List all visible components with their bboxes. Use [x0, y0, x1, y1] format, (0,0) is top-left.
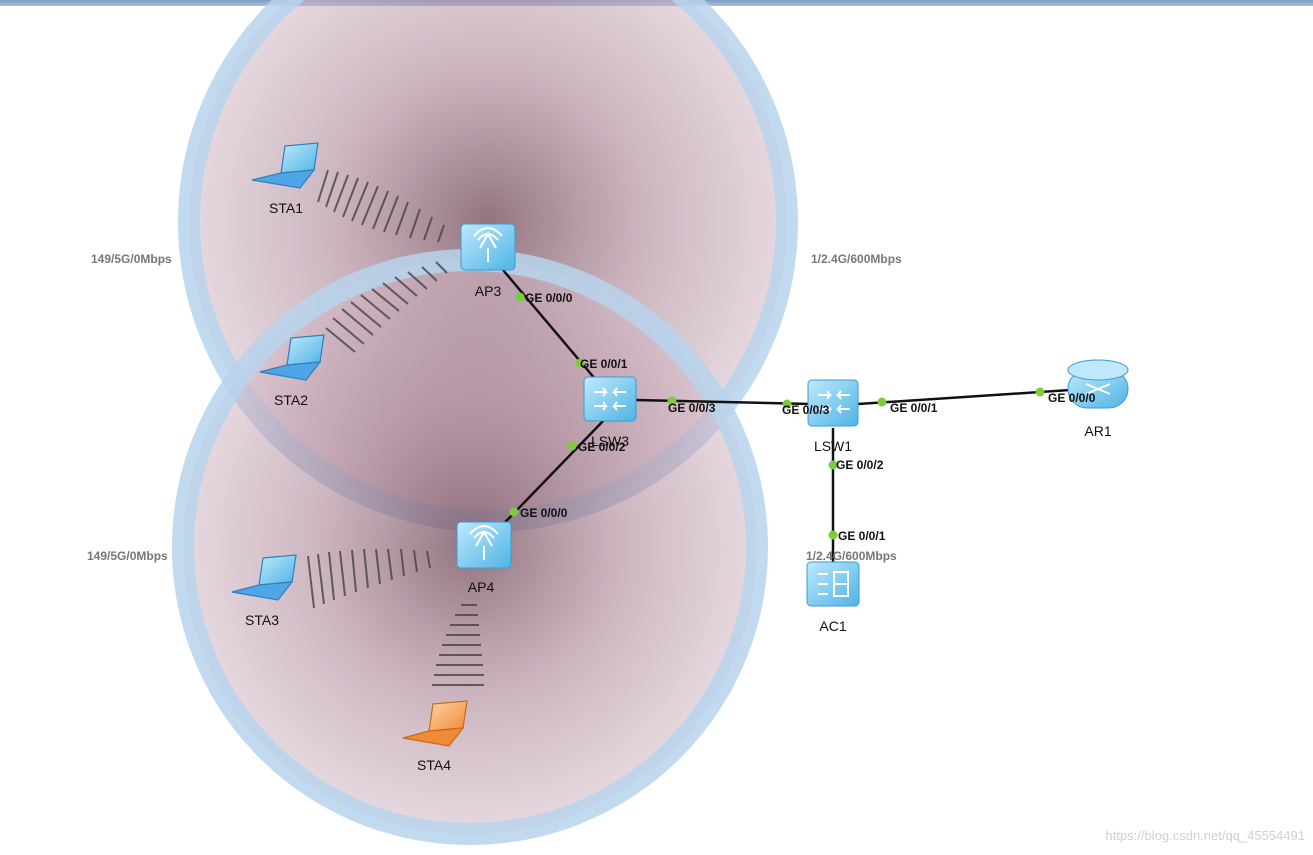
ap4-name: AP4 — [468, 579, 495, 595]
port-dot-ar1 — [1035, 387, 1045, 397]
lsw3-device[interactable] — [583, 376, 637, 422]
wireless-icon — [473, 227, 503, 262]
lsw1-name: LSW1 — [814, 438, 852, 454]
port-dot-lsw1-g003 — [782, 399, 792, 409]
link-lsw1-ar1[interactable] — [857, 388, 1071, 406]
signal-arcs-sta3 — [307, 548, 431, 609]
ar1-name: AR1 — [1084, 423, 1111, 439]
controller-icon — [818, 571, 849, 597]
port-dot-ap3 — [515, 292, 525, 302]
laptop-base — [231, 581, 294, 601]
switch-icon — [818, 390, 850, 414]
ap3-channel-5g: 149/5G/0Mbps — [91, 252, 172, 266]
port-dot-lsw3-g001 — [575, 358, 585, 368]
lsw1-device[interactable] — [807, 379, 859, 427]
sta3-laptop[interactable] — [231, 554, 297, 601]
laptop-screen — [428, 700, 468, 732]
port-dot-ap4 — [509, 507, 519, 517]
ar1-device[interactable] — [1067, 359, 1129, 409]
ap4-device[interactable] — [456, 521, 512, 569]
port-dot-lsw3-g003 — [667, 396, 677, 406]
port-dot-ac1 — [828, 530, 838, 540]
sta1-laptop[interactable] — [251, 142, 319, 189]
sta3-name: STA3 — [245, 612, 279, 628]
port-label-lsw1-g001: GE 0/0/1 — [890, 401, 938, 415]
signal-arcs-sta2 — [325, 261, 448, 353]
sta4-laptop[interactable] — [402, 700, 468, 747]
port-dot-lsw1-g001 — [877, 397, 887, 407]
ap4-channel-24g: 1/2.4G/600Mbps — [806, 549, 897, 563]
router-icon — [1085, 383, 1111, 395]
watermark: https://blog.csdn.net/qq_45554491 — [1106, 828, 1306, 843]
sta1-name: STA1 — [269, 200, 303, 216]
switch-icon — [594, 387, 626, 411]
sta2-laptop[interactable] — [259, 334, 325, 381]
laptop-screen — [286, 334, 325, 366]
port-label-ap3-g000: GE 0/0/0 — [525, 291, 573, 305]
laptop-screen — [280, 142, 319, 174]
port-label-lsw1-g002: GE 0/0/2 — [836, 458, 884, 472]
lsw3-name: LSW3 — [591, 433, 629, 449]
port-dot-lsw3-g002 — [567, 441, 577, 451]
port-label-lsw3-g003: GE 0/0/3 — [668, 401, 716, 415]
wireless-icon — [469, 525, 499, 560]
sta2-name: STA2 — [274, 392, 308, 408]
port-label-ap4-g000: GE 0/0/0 — [520, 506, 568, 520]
ap4-channel-5g: 149/5G/0Mbps — [87, 549, 168, 563]
port-dot-lsw1-g002 — [828, 460, 838, 470]
ap3-channel-24g: 1/2.4G/600Mbps — [811, 252, 902, 266]
signal-arcs-sta1 — [317, 169, 445, 243]
ap3-device[interactable] — [460, 223, 516, 271]
ap3-name: AP3 — [475, 283, 502, 299]
sta4-name: STA4 — [417, 757, 451, 773]
signal-arcs-sta4 — [432, 604, 484, 686]
port-label-lsw3-g002: GE 0/0/2 — [578, 440, 626, 454]
port-label-ac1-g001: GE 0/0/1 — [838, 529, 886, 543]
port-label-lsw3-g001: GE 0/0/1 — [580, 357, 628, 371]
port-dots — [509, 292, 1045, 540]
laptop-screen — [258, 554, 297, 586]
laptop-base — [259, 361, 322, 381]
laptop-base — [402, 727, 465, 747]
ac1-device[interactable] — [806, 561, 860, 607]
laptop-base — [251, 169, 316, 189]
port-label-lsw1-g003: GE 0/0/3 — [782, 403, 830, 417]
port-label-ar1-g000: GE 0/0/0 — [1048, 391, 1096, 405]
link-lsw3-lsw1[interactable] — [635, 398, 811, 406]
ac1-name: AC1 — [819, 618, 846, 634]
